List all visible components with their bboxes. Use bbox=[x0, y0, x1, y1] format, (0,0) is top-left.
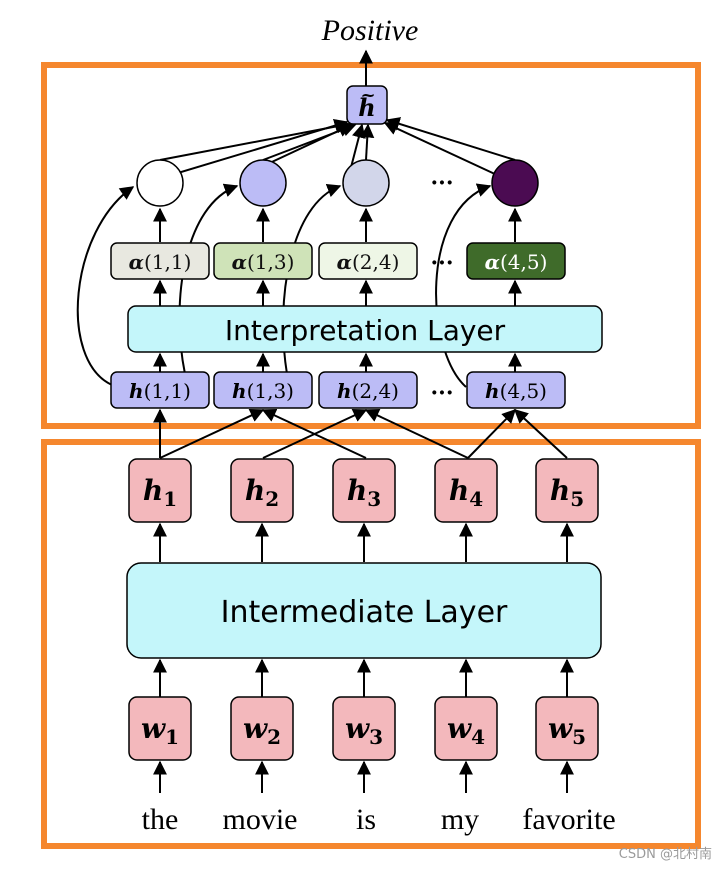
input-word-1: the bbox=[142, 803, 179, 836]
span-to-circle-curved-arrows bbox=[76, 183, 492, 388]
intermediate-layer-label: Intermediate Layer bbox=[221, 595, 508, 630]
svg-text:h3: h3 bbox=[347, 474, 381, 511]
watermark: CSDN @北村南 bbox=[619, 846, 712, 862]
intermediate-layer: Intermediate Layer bbox=[126, 562, 602, 659]
hidden-state-h4: h4 bbox=[434, 458, 498, 523]
span-h-node-4: h(4,5) bbox=[466, 371, 566, 409]
svg-text:α(4,5): α(4,5) bbox=[485, 250, 548, 274]
interpretation-layer-label: Interpretation Layer bbox=[225, 314, 506, 347]
word-vector-w2: w2 bbox=[230, 696, 294, 761]
svg-text:h4: h4 bbox=[449, 474, 483, 511]
svg-text:h(1,3): h(1,3) bbox=[232, 379, 294, 403]
span-h-node-2: h(1,3) bbox=[213, 371, 313, 409]
span-weight-circle-4 bbox=[491, 159, 539, 207]
svg-text:α(1,3): α(1,3) bbox=[232, 250, 295, 274]
svg-text:α(1,1): α(1,1) bbox=[129, 250, 192, 274]
word-vector-w5: w5 bbox=[535, 696, 599, 761]
svg-text:h1: h1 bbox=[143, 474, 177, 511]
hidden-state-h5: h5 bbox=[535, 458, 599, 523]
word-vector-w3: w3 bbox=[332, 696, 396, 761]
layer-to-hidden-arrows bbox=[153, 522, 574, 562]
aggregation-arrows bbox=[137, 117, 516, 186]
token-to-vector-arrows bbox=[153, 760, 574, 793]
alpha-node-2: α(1,3) bbox=[213, 242, 313, 280]
hidden-state-h3: h3 bbox=[332, 458, 396, 523]
alpha-node-1: α(1,1) bbox=[110, 242, 210, 280]
span-to-layer-arrows bbox=[153, 352, 522, 372]
svg-text:w5: w5 bbox=[548, 712, 586, 749]
svg-text:h2: h2 bbox=[245, 474, 279, 511]
svg-text:h(1,1): h(1,1) bbox=[129, 379, 191, 403]
h-tilde-symbol: h bbox=[358, 93, 375, 122]
svg-text:h(2,4): h(2,4) bbox=[337, 379, 399, 403]
svg-text:w2: w2 bbox=[243, 712, 281, 749]
alpha-ellipsis: ··· bbox=[431, 250, 454, 276]
span-h-ellipsis: ··· bbox=[431, 380, 454, 406]
word-to-layer-arrows bbox=[153, 658, 574, 697]
input-word-3: is bbox=[356, 803, 376, 836]
svg-text:w1: w1 bbox=[141, 712, 179, 749]
hidden-state-h1: h1 bbox=[128, 458, 192, 523]
span-weight-circle-2 bbox=[239, 159, 287, 207]
svg-text:w4: w4 bbox=[447, 712, 485, 749]
span-weight-circle-3 bbox=[342, 159, 390, 207]
hidden-state-h2: h2 bbox=[230, 458, 294, 523]
svg-text:α(2,4): α(2,4) bbox=[337, 250, 400, 274]
span-weight-circle-1 bbox=[136, 159, 184, 207]
h-tilde-accent: ~ bbox=[360, 85, 375, 106]
input-word-4: my bbox=[441, 803, 479, 836]
word-vector-w1: w1 bbox=[128, 696, 192, 761]
h-tilde-node: h ~ bbox=[346, 85, 388, 125]
word-vector-w4: w4 bbox=[434, 696, 498, 761]
input-word-2: movie bbox=[223, 803, 298, 836]
span-h-node-1: h(1,1) bbox=[110, 371, 210, 409]
circle-ellipsis: ··· bbox=[431, 170, 454, 196]
interpretation-module-frame bbox=[41, 62, 701, 429]
hidden-to-span-arrows bbox=[153, 408, 568, 459]
svg-text:w3: w3 bbox=[345, 712, 383, 749]
interpretation-layer: Interpretation Layer bbox=[127, 305, 603, 353]
alpha-node-3: α(2,4) bbox=[318, 242, 418, 280]
base-model-frame bbox=[41, 439, 701, 849]
output-label: Positive bbox=[321, 14, 419, 47]
svg-text:h(4,5): h(4,5) bbox=[485, 379, 547, 403]
layer-to-alpha-arrows bbox=[153, 279, 522, 306]
input-word-5: favorite bbox=[522, 803, 615, 836]
svg-text:h5: h5 bbox=[550, 474, 584, 511]
span-h-node-3: h(2,4) bbox=[318, 371, 418, 409]
alpha-node-4: α(4,5) bbox=[466, 242, 566, 280]
alpha-to-circle-arrows bbox=[153, 207, 522, 242]
